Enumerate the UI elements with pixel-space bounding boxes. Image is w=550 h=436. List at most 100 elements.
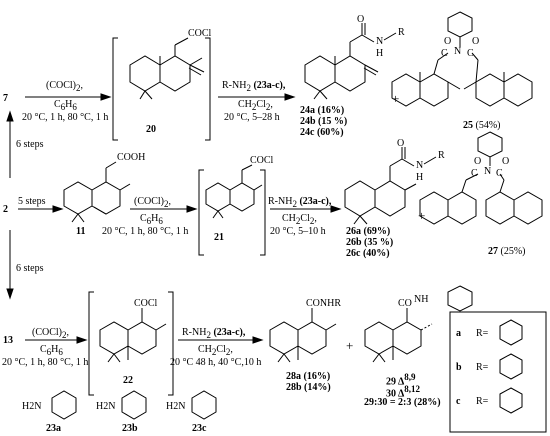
compound-21: 21 [214, 232, 224, 243]
compound-11: 11 [76, 226, 86, 237]
group-cocl-20: COCl [188, 28, 212, 39]
imide-c2-27: C [496, 168, 503, 179]
steps-to-13: 6 steps [16, 263, 44, 274]
steps-2-to-11: 5 steps [18, 196, 46, 207]
amide-n-26: N [416, 160, 424, 171]
structure-21 [205, 164, 263, 219]
amide-h-26: H [416, 172, 424, 183]
amide-r-24: R [398, 27, 405, 38]
yield-25: 25 (54%) [463, 120, 501, 131]
imide-o1-25: O [444, 36, 452, 47]
imide-o1-27: O [474, 156, 482, 167]
conditions-2: 20 °C, 5–28 h [224, 112, 280, 123]
imide-c2-25: C [467, 48, 474, 59]
bracket-21 [198, 169, 266, 256]
arrow-21-to-26 [270, 205, 342, 213]
imide-n-27: N [484, 166, 492, 177]
yield-24c: 24c (60%) [300, 127, 344, 138]
arrow-13-to-22 [25, 336, 88, 344]
reagent-oxalyl-2: (COCl)2, [134, 196, 171, 209]
compound-7: 7 [3, 93, 8, 104]
yield-24b: 24b (15 %) [300, 116, 348, 127]
yield-28a: 28a (16%) [286, 371, 331, 382]
amide-o-24: O [357, 14, 365, 25]
compound-23b: 23b [122, 423, 138, 434]
structure-23b [121, 390, 147, 420]
structure-26 [344, 147, 437, 225]
structure-20 [129, 37, 205, 100]
amide-o-26: O [397, 138, 405, 149]
yield-27: 27 (25%) [488, 246, 526, 257]
solvent-1: C6H6 [54, 99, 77, 112]
compound-22: 22 [123, 375, 133, 386]
imide-o2-25: O [472, 36, 480, 47]
compound-20: 20 [146, 124, 156, 135]
arrow-2-to-13 [6, 230, 14, 300]
nh2-23a: H2N [22, 401, 42, 412]
compound-2: 2 [3, 204, 8, 215]
amide-h-24: H [376, 48, 384, 59]
group-cocl-21: COCl [250, 155, 274, 166]
bracket-20 [112, 37, 211, 141]
yield-26c: 26c (40%) [346, 248, 390, 259]
group-cocl-22: COCl [134, 298, 158, 309]
imide-o2-27: O [502, 156, 510, 167]
nh2-23c: H2N [166, 401, 186, 412]
group-conhr-28: CONHR [306, 298, 342, 309]
structure-28 [269, 308, 337, 363]
conditions-5: 20 °C, 1 h, 80 °C, 1 h [2, 357, 89, 368]
yield-26b: 26b (35 %) [346, 237, 394, 248]
yield-28b: 28b (14%) [286, 382, 331, 393]
structure-27 [419, 131, 543, 225]
plus-2: + [418, 208, 426, 223]
amine-reagent-3: R-NH2 (23a-c), [182, 327, 246, 340]
imide-c1-27: C [471, 168, 478, 179]
yield-24a: 24a (16%) [300, 105, 345, 116]
legend-ra: R= [476, 328, 489, 339]
amide-r-26: R [438, 150, 445, 161]
dcm-3: CH2Cl2, [198, 344, 233, 357]
structure-11 [63, 161, 131, 223]
arrow-22-to-28 [178, 336, 264, 344]
group-nh-29: NH [414, 294, 429, 305]
conditions-4: 20 °C, 5–10 h [270, 226, 326, 237]
yield-26a: 26a (69%) [346, 226, 391, 237]
plus-3: + [346, 338, 354, 353]
arrow-7-to-20 [25, 93, 112, 101]
yield-29: 29 Δ8,9 [386, 372, 416, 388]
yield-30: 30 Δ8,12 [386, 384, 420, 400]
legend-c: c [456, 396, 461, 407]
arrow-2-to-11 [18, 205, 64, 213]
conditions-3: 20 °C, 1 h, 80 °C, 1 h [102, 226, 189, 237]
dcm-1: CH2Cl2, [238, 99, 273, 112]
legend-rb: R= [476, 362, 489, 373]
legend-box [449, 311, 547, 433]
bracket-22 [88, 291, 174, 396]
group-cooh-11: COOH [117, 152, 146, 163]
structure-24 [304, 23, 397, 100]
legend-b: b [456, 362, 462, 373]
nh2-23b: H2N [96, 401, 116, 412]
structure-22 [99, 308, 167, 363]
amine-reagent-1: R-NH2 (23a-c), [222, 80, 286, 93]
reagent-oxalyl-3: (COCl)2, [32, 327, 69, 340]
structure-23c [191, 390, 217, 420]
solvent-2: C6H6 [140, 213, 163, 226]
compound-13: 13 [3, 335, 13, 346]
arrow-2-to-7 [6, 110, 14, 178]
amine-reagent-2: R-NH2 (23a-c), [268, 196, 332, 209]
structure-23a [51, 390, 77, 420]
arrow-20-to-24 [218, 93, 296, 101]
amide-n-24: N [376, 36, 384, 47]
plus-1: + [392, 91, 400, 106]
structure-29-30 [364, 285, 473, 363]
conditions-6: 20 °C 48 h, 40 °C,10 h [170, 357, 262, 368]
structure-25 [391, 11, 533, 107]
arrow-11-to-21 [130, 205, 198, 213]
group-co-29: CO [398, 298, 412, 309]
reagent-oxalyl-1: (COCl)2, [46, 80, 83, 93]
ratio-29-30: 29:30 = 2:3 (28%) [364, 397, 441, 408]
steps-to-7: 6 steps [16, 139, 44, 150]
